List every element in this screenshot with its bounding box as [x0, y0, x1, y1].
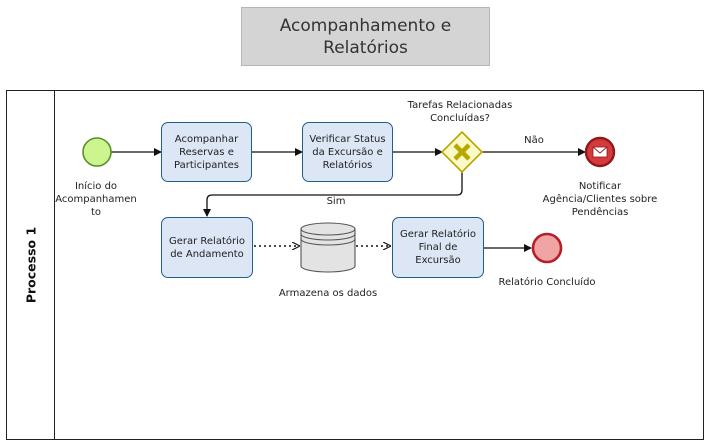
task-label-line: Verificar Status — [309, 133, 386, 145]
task-verificar-status: Verificar Status da Excursão e Relatório… — [302, 122, 393, 182]
task-label-line: Relatórios — [322, 159, 373, 171]
task-gerar-relatorio-andamento: Gerar Relatório de Andamento — [161, 217, 253, 278]
task-gerar-relatorio-final: Gerar Relatório Final de Excursão — [392, 217, 484, 278]
start-label-line-3: to — [90, 207, 102, 218]
message-end-event — [584, 136, 616, 168]
pool-header: Processo 1 — [7, 91, 55, 439]
task-label-line: Gerar Relatório — [168, 235, 246, 247]
title-line-1: Acompanhamento e — [279, 15, 452, 36]
diagram-title: Acompanhamento e Relatórios — [241, 7, 490, 66]
task-label-line: Reservas e — [179, 146, 234, 158]
pool: Processo 1 — [6, 90, 704, 440]
message-end-label-line-2: Agência/Clientes sobre — [542, 194, 658, 205]
task-label-line: da Excursão e — [312, 146, 383, 158]
task-label-line: de Andamento — [170, 248, 244, 260]
message-end-label-line-3: Pendências — [571, 207, 629, 218]
start-event — [82, 137, 112, 167]
message-end-label-line-1: Notificar — [578, 181, 622, 192]
task-label-line: Gerar Relatório — [399, 229, 477, 240]
exclusive-gateway — [440, 130, 484, 174]
flow-yes-label: Sim — [326, 196, 346, 207]
task-label-line: Final de — [418, 242, 458, 253]
end-event — [531, 232, 563, 264]
start-event-label: Início do Acompanhamen to — [50, 180, 142, 219]
gateway-label-line-2: Concluídas? — [430, 113, 490, 124]
end-event-label: Relatório Concluído — [498, 277, 596, 288]
task-label-line: Excursão — [415, 255, 461, 266]
flow-gateway-yes — [203, 172, 463, 217]
task-label-line: Acompanhar — [174, 133, 239, 145]
gateway-label-line-1: Tarefas Relacionadas — [407, 100, 513, 111]
task-acompanhar-reservas: Acompanhar Reservas e Participantes — [161, 122, 252, 182]
message-end-event-label: Notificar Agência/Clientes sobre Pendênc… — [538, 180, 662, 219]
task-label-line: Participantes — [174, 159, 239, 171]
start-label-line-1: Início do — [74, 181, 118, 192]
title-line-2: Relatórios — [323, 37, 408, 58]
start-label-line-2: Acompanhamen — [55, 194, 137, 205]
gateway-label: Tarefas Relacionadas Concluídas? — [395, 99, 525, 125]
data-store-label: Armazena os dados — [278, 288, 378, 299]
envelope-icon — [592, 146, 608, 158]
data-store-icon — [300, 222, 356, 273]
flow-no-label: Não — [524, 135, 544, 146]
